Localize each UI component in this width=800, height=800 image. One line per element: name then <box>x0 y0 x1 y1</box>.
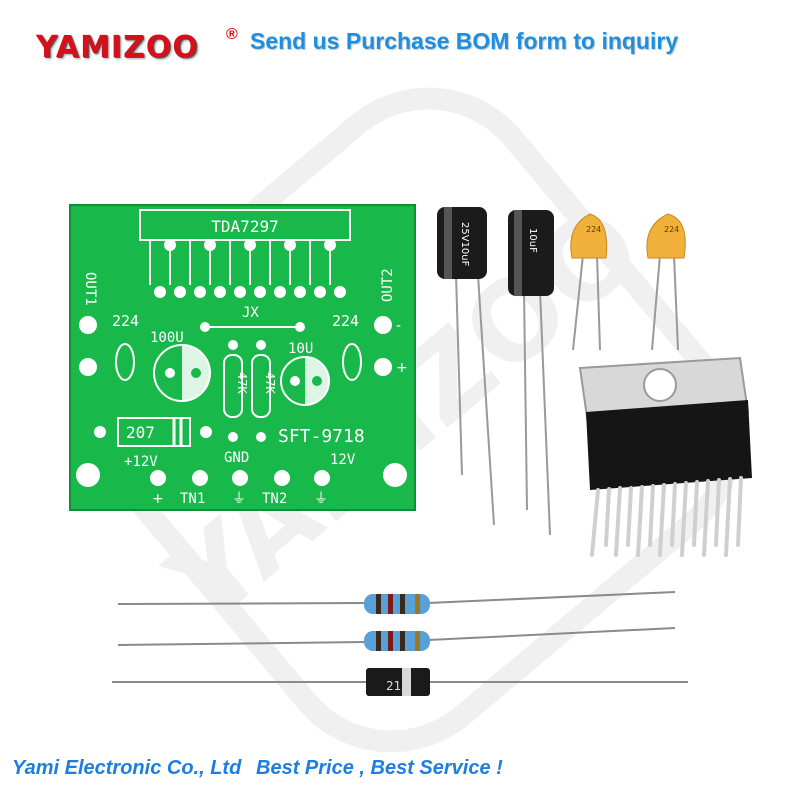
ground-symbol-1: ⏚ <box>232 491 246 507</box>
ceramic-capacitor-2: 224 <box>646 213 686 351</box>
model-label: SFT-9718 <box>278 426 365 447</box>
elec-footprint-left <box>153 344 211 402</box>
registered-mark: ® <box>226 26 238 43</box>
ground-symbol-2: ⏚ <box>314 491 328 507</box>
plus12v-label: +12V <box>124 454 158 470</box>
diode: 21 <box>112 668 688 696</box>
mount-holes <box>76 316 407 487</box>
elec-left-label: 100U <box>150 330 184 346</box>
diode-footprint <box>117 417 191 447</box>
resistor-1 <box>117 591 676 614</box>
chip-outline <box>139 209 351 241</box>
plus-label: + <box>152 491 164 507</box>
elec-footprint-right <box>280 356 330 406</box>
resistor-a-label: 47K <box>235 372 249 394</box>
cap-left-label: 224 <box>112 312 139 330</box>
chip-label: TDA7297 <box>211 217 278 236</box>
resistor-2 <box>117 627 676 651</box>
minus-label: - <box>396 318 401 334</box>
ceramic-footprint-left <box>115 343 135 381</box>
bridge-label: 207 <box>126 423 155 442</box>
cap2-text: 10uF <box>527 228 538 253</box>
diode-label: 21 <box>386 679 401 693</box>
chip-pads <box>154 239 346 298</box>
electrolytic-capacitor-2: 10uF <box>508 210 554 536</box>
gnd-label: GND <box>224 450 249 466</box>
tn2-label: TN2 <box>262 491 287 507</box>
amplifier-ic <box>578 356 752 557</box>
ceramic1-text: 224 <box>586 225 601 234</box>
cap1-text: 25V10uF <box>459 222 470 267</box>
cap-right-label: 224 <box>332 312 359 330</box>
jumper-label: JX <box>242 305 259 321</box>
out2-label: OUT2 <box>380 268 396 302</box>
ic-pins <box>590 476 743 557</box>
resistor-b-label: 47K <box>263 372 277 394</box>
footer-company: Yami Electronic Co., Ltd <box>12 757 242 779</box>
plus-right-label: + <box>396 360 408 376</box>
bottom-pads <box>150 470 330 486</box>
brand-logo: YAMIZOO <box>36 30 199 65</box>
ceramic-capacitor-1: 224 <box>570 213 608 351</box>
pcb-board: TDA7297 OUT1 OUT2 JX 224 224 - <box>69 204 416 511</box>
tn1-label: TN1 <box>180 491 205 507</box>
v12-label: 12V <box>330 452 356 468</box>
ceramic2-text: 224 <box>664 225 679 234</box>
footer-tagline: Best Price , Best Service ! <box>256 757 503 779</box>
ceramic-footprint-right <box>342 343 362 381</box>
electrolytic-capacitor-1: 25V10uF <box>437 207 495 526</box>
out1-label: OUT1 <box>82 272 98 306</box>
header-slogan: Send us Purchase BOM form to inquiry <box>250 28 679 54</box>
elec-right-label: 10U <box>288 341 313 357</box>
